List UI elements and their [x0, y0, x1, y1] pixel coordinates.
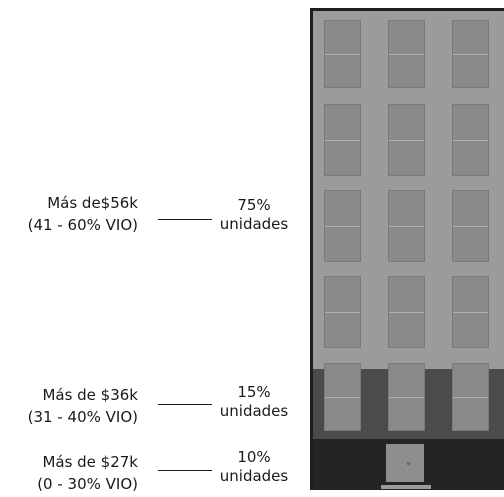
window [452, 363, 489, 431]
tier1-connector [158, 219, 212, 220]
tier2-unit: unidades [219, 402, 289, 420]
window [388, 20, 425, 88]
tier1-unit: unidades [219, 215, 289, 233]
building-illustration [310, 8, 504, 490]
tier2-vio: (31 - 40% VIO) [27, 408, 138, 426]
window [324, 104, 361, 176]
tier3-percent: 10% [237, 448, 271, 466]
tier2-share: 15% unidades [212, 383, 296, 421]
window [388, 104, 425, 176]
tier3-connector [158, 470, 212, 471]
tier2-percent: 15% [237, 383, 271, 401]
door-icon [386, 444, 424, 482]
tier1-income: Más de$56k [47, 194, 138, 212]
tier3-vio: (0 - 30% VIO) [37, 475, 138, 493]
window [452, 104, 489, 176]
tier2-connector [158, 404, 212, 405]
window [388, 190, 425, 262]
tier2-income: Más de $36k [42, 386, 138, 404]
window [388, 363, 425, 431]
window [324, 190, 361, 262]
tier2-label: Más de $36k (31 - 40% VIO) [28, 384, 138, 428]
tier1-share: 75% unidades [212, 196, 296, 234]
tier1-percent: 75% [237, 196, 271, 214]
tier3-income: Más de $27k [42, 453, 138, 471]
tier3-unit: unidades [219, 467, 289, 485]
tier1-vio: (41 - 60% VIO) [27, 216, 138, 234]
doorstep [381, 485, 431, 489]
window [452, 20, 489, 88]
window [452, 276, 489, 348]
window [452, 190, 489, 262]
window [388, 276, 425, 348]
window [324, 20, 361, 88]
tier3-share: 10% unidades [212, 448, 296, 486]
window [324, 363, 361, 431]
window [324, 276, 361, 348]
tier1-label: Más de$56k (41 - 60% VIO) [28, 192, 138, 236]
tier3-label: Más de $27k (0 - 30% VIO) [37, 451, 138, 495]
